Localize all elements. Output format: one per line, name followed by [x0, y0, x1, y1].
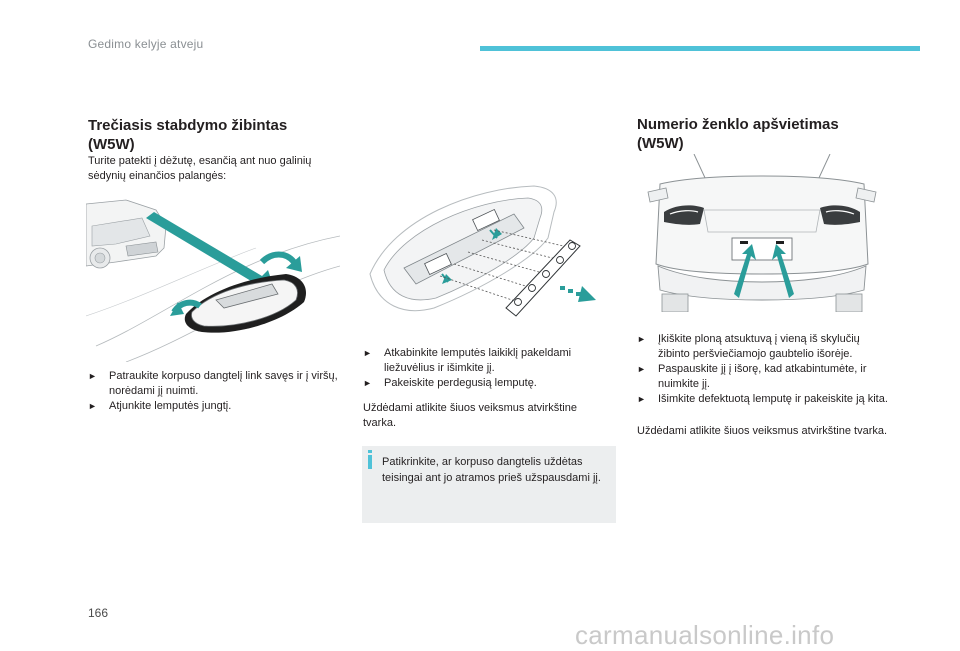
right-steps-list: ►Įkiškite ploną atsuktuvą į vieną iš sky… [637, 332, 889, 407]
arrow-bullet-icon: ► [363, 378, 372, 388]
middle-reverse-order-text: Uždėdami atlikite šiuos veiksmus atvirkš… [363, 402, 577, 429]
list-item: ►Pakeiskite perdegusią lemputę. [363, 377, 537, 389]
plate-light-title: Numerio ženklo apšvietimas (W5W) [637, 116, 839, 152]
arrow-bullet-icon: ► [88, 401, 97, 411]
list-item: ►Atkabinkite lemputės laikiklį pakeldami… [363, 347, 572, 374]
list-item: ►Patraukite korpuso dangtelį link savęs … [88, 370, 338, 397]
watermark: carmanualsonline.info [575, 620, 835, 650]
arrow-bullet-icon: ► [363, 348, 372, 358]
arrow-bullet-icon: ► [637, 334, 646, 344]
info-icon [368, 450, 372, 453]
list-item: ►Paspauskite jį į išorę, kad atkabintumė… [637, 363, 867, 390]
section-header-title: Gedimo kelyje atveju [88, 37, 204, 51]
info-note-box: Patikrinkite, ar korpuso dangtelis uždėt… [362, 446, 616, 523]
rear-shelf-illustration [85, 196, 341, 363]
section-header-bar [480, 46, 920, 51]
arrow-bullet-icon: ► [637, 394, 646, 404]
info-note-text: Patikrinkite, ar korpuso dangtelis uždėt… [382, 456, 601, 484]
list-item: ►Išimkite defektuotą lemputę ir pakeiski… [637, 393, 888, 405]
third-brake-light-intro: Turite patekti į dėžutę, esančią ant nuo… [88, 155, 312, 182]
middle-steps-list: ►Atkabinkite lemputės laikiklį pakeldami… [363, 346, 615, 391]
rear-car-plate-illustration [646, 153, 878, 313]
list-item: ►Įkiškite ploną atsuktuvą į vieną iš sky… [637, 333, 860, 360]
third-brake-light-title: Trečiasis stabdymo žibintas (W5W) [88, 117, 288, 153]
lamp-holder-illustration [364, 178, 614, 322]
page-number: 166 [88, 606, 109, 620]
arrow-bullet-icon: ► [88, 371, 97, 381]
left-steps-list: ►Patraukite korpuso dangtelį link savęs … [88, 369, 340, 414]
list-item: ►Atjunkite lemputės jungtį. [88, 400, 232, 412]
arrow-bullet-icon: ► [637, 364, 646, 374]
right-reverse-order-text: Uždėdami atlikite šiuos veiksmus atvirkš… [637, 425, 888, 437]
